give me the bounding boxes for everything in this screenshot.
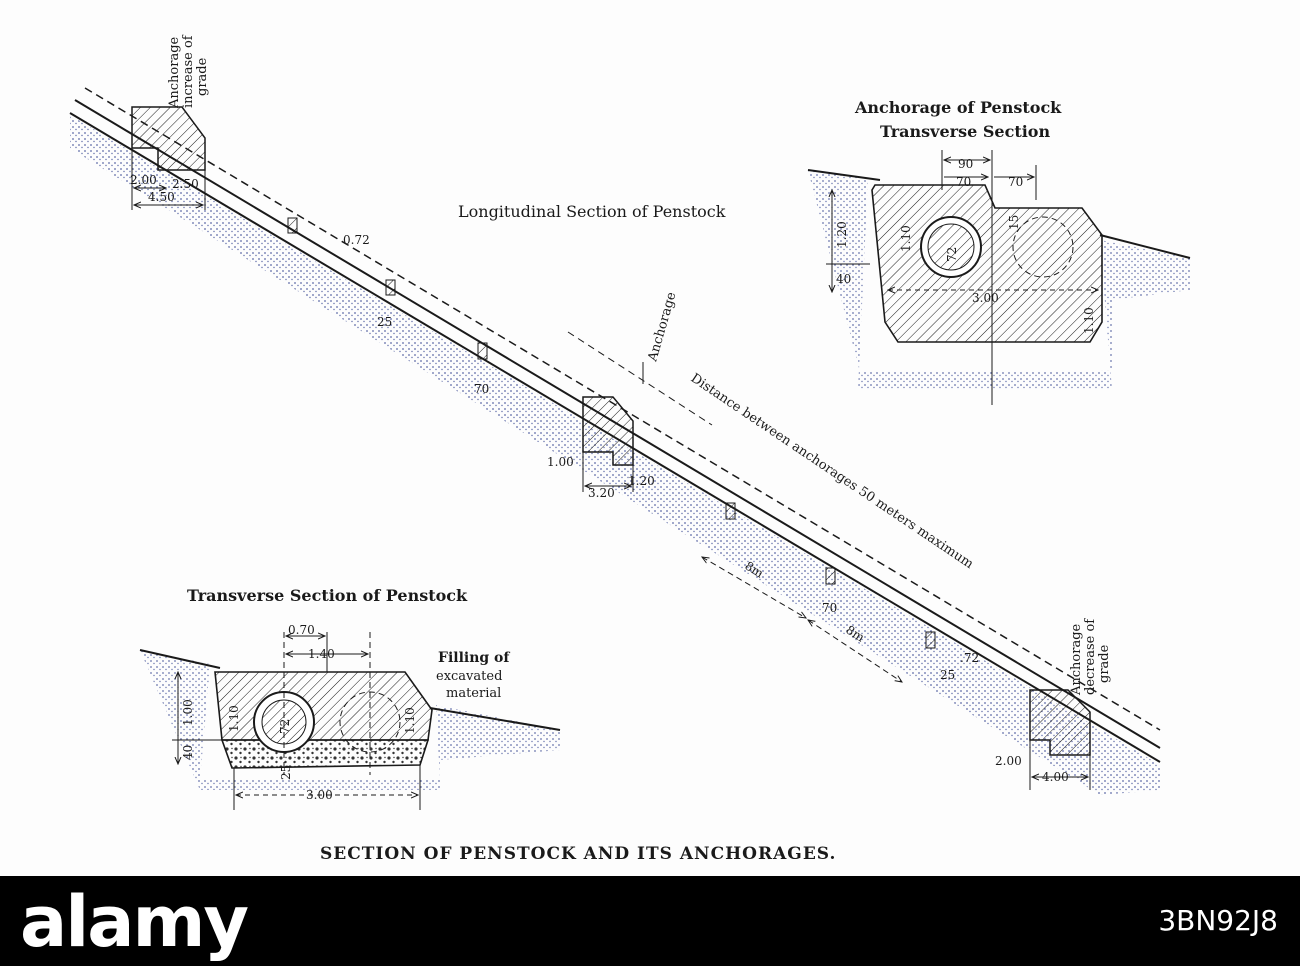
penstock-filling (214, 671, 433, 741)
filling-label: Filling of excavated material (436, 650, 510, 701)
pipe-dim-70-upper: 70 (474, 382, 489, 396)
middle-anchorage-dim-1: 1.00 (547, 455, 574, 469)
anchorage-dim-6: 1.10 (899, 225, 913, 252)
penstock-transverse-title: Transverse Section of Penstock (187, 586, 468, 605)
penstock-drawing: 2.00 2.50 4.50 Anchorage increase of gra… (69, 34, 1191, 864)
anchorage-transverse-title-1: Anchorage of Penstock (854, 98, 1062, 117)
anchorage-transverse-section: Anchorage of Penstock Transverse Section… (807, 98, 1191, 405)
pipe-dim-72-lower: .72 (960, 651, 979, 665)
top-anchorage-label-line-1: Anchorage (167, 36, 182, 109)
anchorage-label: Anchorage (645, 290, 679, 364)
pipe-support (385, 279, 396, 296)
anchorage-dim-3: 70 (1008, 175, 1023, 189)
filling-label-line-2: excavated (436, 669, 502, 684)
bottom-anchorage-block (1029, 689, 1091, 756)
bottom-anchorage-dim-1: 2.00 (995, 754, 1022, 768)
pipe-dim-25-lower: 25 (940, 668, 955, 682)
pipe-dim-70-lower: 70 (822, 601, 837, 615)
anchorage-dim-1: 90 (958, 157, 973, 171)
top-anchorage-dim-1: 2.00 (130, 173, 157, 187)
pipe-support (925, 631, 936, 649)
top-anchorage-dim-3: 4.50 (148, 190, 175, 204)
penstock-dim-7: 1.10 (403, 707, 417, 734)
penstock-dim-5: 1.10 (227, 705, 241, 732)
anchorage-dim-9: 1.10 (1082, 307, 1096, 334)
penstock-dim-3: 1.00 (181, 699, 195, 726)
top-anchorage-label-line-3: grade (195, 57, 210, 96)
anchorage-pipe-section-dashed (1012, 216, 1074, 278)
stock-id: 3BN92J8 (1158, 904, 1278, 937)
anchorage-ground-line-left (807, 169, 881, 181)
middle-anchorage-dim-3: 1.20 (628, 474, 655, 488)
anchorage-dim-8: 3.00 (972, 291, 999, 305)
anchorage-trench-soil (808, 170, 1190, 390)
penstock-dim-9: 3.00 (306, 788, 333, 802)
bottom-anchorage-label: Anchorage decrease of grade (1069, 618, 1112, 696)
middle-anchorage-dim-2: 3.20 (588, 486, 615, 500)
penstock-ground-line-right (429, 707, 561, 731)
bottom-anchorage-label-line-3: grade (1097, 644, 1112, 683)
pipe-dim-0-72: 0.72 (343, 233, 370, 247)
bottom-anchorage-dim-2: 4.00 (1042, 770, 1069, 784)
anchorage-ground-line-right (1099, 234, 1191, 259)
pipe-support (477, 342, 488, 360)
penstock-dim-8: 25 (279, 765, 293, 780)
top-anchorage-block (131, 106, 206, 171)
anchorage-dim-2: 70 (956, 175, 971, 189)
bottom-anchorage-label-line-2: decrease of (1083, 618, 1098, 695)
penstock-dim-4: 40 (181, 745, 195, 760)
penstock-dim-6: 72 (278, 719, 292, 734)
penstock-transverse-section: Transverse Section of Penstock Filling o… (139, 586, 561, 810)
anchorage-pipe-section-inner (927, 223, 975, 271)
brand-logo: alamy (20, 881, 249, 963)
top-anchorage-label-line-2: increase of (181, 34, 196, 108)
bottom-anchorage-label-line-1: Anchorage (1069, 623, 1084, 696)
anchorage-transverse-title-2: Transverse Section (880, 122, 1050, 141)
anchorage-dim-5: 40 (836, 272, 851, 286)
spacing-dim-1 (702, 557, 806, 618)
pipe-support (725, 502, 736, 520)
anchorage-transverse-block (871, 184, 1103, 343)
pipe-support (825, 567, 836, 585)
top-anchorage-label: Anchorage increase of grade (167, 34, 210, 109)
middle-anchorage-block (582, 396, 634, 466)
drawing-caption: SECTION OF PENSTOCK AND ITS ANCHORAGES. (320, 844, 836, 864)
anchorage-axis-line (567, 331, 713, 426)
longitudinal-title: Longitudinal Section of Penstock (458, 202, 726, 221)
penstock-trench-soil (140, 650, 560, 790)
pipe-dim-25: 25 (377, 315, 392, 329)
anchorage-dim-4: 1.20 (835, 221, 849, 248)
penstock-ground-line-left (139, 649, 221, 669)
anchorage-dim-10: 15 (1007, 215, 1021, 230)
top-anchorage-dim-2: 2.50 (172, 177, 199, 191)
anchorage-dim-7: 72 (945, 247, 959, 262)
penstock-dim-1: 0.70 (288, 623, 315, 637)
spacing-dim-2 (808, 620, 902, 682)
filling-label-line-3: material (446, 686, 501, 701)
penstock-dim-2: 1.40 (308, 647, 335, 661)
penstock-gravel-bed (220, 739, 430, 769)
filling-label-line-1: Filling of (438, 650, 510, 666)
pipe-support (287, 217, 298, 234)
stock-footer: alamy 3BN92J8 (0, 876, 1300, 966)
